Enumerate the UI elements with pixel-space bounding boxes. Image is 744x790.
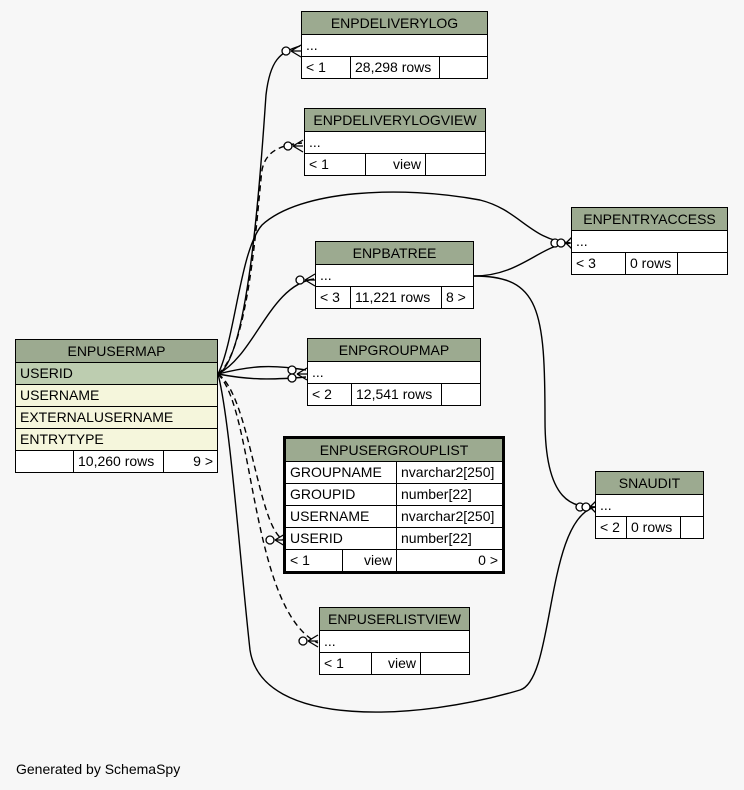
- column-userid: USERID: [290, 530, 343, 546]
- parent-count: < 2: [312, 386, 332, 402]
- crows-foot-marker: [307, 634, 319, 648]
- parent-count: < 1: [306, 59, 326, 75]
- column-type: number[22]: [396, 484, 502, 505]
- table-title: ENPENTRYACCESS: [572, 208, 727, 231]
- table-enpdeliverylog[interactable]: ENPDELIVERYLOG ... < 1 28,298 rows: [301, 11, 488, 79]
- relation-line: [473, 242, 571, 277]
- relation-line: [473, 275, 596, 508]
- column-type: nvarchar2[250]: [396, 462, 502, 483]
- column-externalusername: EXTERNALUSERNAME: [20, 409, 174, 425]
- column-entrytype: ENTRYTYPE: [20, 431, 104, 447]
- crows-foot-marker: [304, 273, 316, 287]
- parent-count: < 1: [309, 156, 329, 172]
- relation-line: [217, 142, 303, 375]
- columns-placeholder: ...: [324, 633, 336, 649]
- relation-line: [217, 45, 301, 375]
- relation-line: [217, 373, 285, 541]
- row-count: 12,541 rows: [351, 384, 441, 405]
- table-enpuserlistview[interactable]: ENPUSERLISTVIEW ... < 1 view: [319, 607, 470, 675]
- crows-foot-marker: [295, 275, 305, 285]
- generated-by-footer: Generated by SchemaSpy: [16, 761, 181, 777]
- table-enpusermap[interactable]: ENPUSERMAP USERID USERNAME EXTERNALUSERN…: [15, 339, 218, 473]
- parent-count: < 1: [290, 552, 310, 568]
- table-title: ENPGROUPMAP: [308, 339, 480, 362]
- crows-foot-marker: [581, 502, 591, 512]
- child-count: [680, 517, 703, 538]
- table-title: ENPUSERGROUPLIST: [286, 439, 502, 462]
- row-count: 28,298 rows: [350, 57, 439, 78]
- crows-foot-marker: [290, 44, 302, 58]
- table-title: ENPBATREE: [316, 242, 473, 265]
- columns-placeholder: ...: [600, 497, 612, 513]
- crows-foot-marker: [556, 238, 566, 248]
- columns-placeholder: ...: [309, 134, 321, 150]
- relation-line: [217, 191, 571, 375]
- row-count: view: [371, 653, 420, 674]
- child-count: [425, 154, 485, 175]
- crows-foot-marker: [298, 636, 308, 646]
- row-count: 10,260 rows: [73, 451, 163, 472]
- table-title: SNAUDIT: [596, 472, 703, 495]
- crows-foot-marker: [265, 535, 275, 545]
- row-count: view: [365, 154, 425, 175]
- row-count: view: [342, 550, 396, 571]
- columns-placeholder: ...: [576, 233, 588, 249]
- table-title: ENPUSERLISTVIEW: [320, 608, 469, 631]
- columns-placeholder: ...: [312, 364, 324, 380]
- crows-foot-marker: [296, 367, 308, 381]
- table-enpdeliverylogview[interactable]: ENPDELIVERYLOGVIEW ... < 1 view: [304, 108, 486, 176]
- child-count: 9 >: [163, 451, 217, 472]
- crows-foot-marker: [283, 141, 293, 151]
- columns-placeholder: ...: [320, 267, 332, 283]
- parent-count: < 1: [324, 655, 344, 671]
- row-count: 0 rows: [626, 517, 680, 538]
- row-count: 11,221 rows: [350, 287, 441, 308]
- parent-count: [16, 451, 73, 472]
- child-count: 8 >: [441, 287, 473, 308]
- table-title: ENPUSERMAP: [16, 340, 217, 363]
- crows-foot-marker: [287, 373, 297, 383]
- table-enpusergrouplist[interactable]: ENPUSERGROUPLIST GROUPNAME nvarchar2[250…: [283, 436, 505, 574]
- column-type: nvarchar2[250]: [396, 506, 502, 527]
- child-count: [677, 253, 727, 274]
- column-groupname: GROUPNAME: [290, 464, 382, 480]
- columns-placeholder: ...: [306, 37, 318, 53]
- child-count: [441, 384, 480, 405]
- parent-count: < 3: [320, 289, 340, 305]
- child-count: 0 >: [396, 550, 502, 571]
- crows-foot-marker: [292, 139, 304, 153]
- table-snaudit[interactable]: SNAUDIT ... < 2 0 rows: [595, 471, 704, 539]
- column-username: USERNAME: [290, 508, 370, 524]
- table-enpentryaccess[interactable]: ENPENTRYACCESS ... < 3 0 rows: [571, 207, 728, 275]
- child-count: [420, 653, 469, 674]
- column-username: USERNAME: [20, 387, 100, 403]
- parent-count: < 2: [600, 519, 620, 535]
- crows-foot-marker: [287, 365, 297, 375]
- column-type: number[22]: [396, 528, 502, 549]
- relation-line: [217, 373, 319, 644]
- table-enpgroupmap[interactable]: ENPGROUPMAP ... < 2 12,541 rows: [307, 338, 481, 406]
- row-count: 0 rows: [625, 253, 677, 274]
- table-enpbatree[interactable]: ENPBATREE ... < 3 11,221 rows 8 >: [315, 241, 474, 309]
- crows-foot-marker: [281, 46, 291, 56]
- table-title: ENPDELIVERYLOG: [302, 12, 487, 35]
- column-groupid: GROUPID: [290, 486, 356, 502]
- column-userid: USERID: [20, 365, 73, 381]
- child-count: [439, 57, 487, 78]
- relation-line: [217, 373, 596, 713]
- parent-count: < 3: [576, 255, 596, 271]
- table-title: ENPDELIVERYLOGVIEW: [305, 109, 485, 132]
